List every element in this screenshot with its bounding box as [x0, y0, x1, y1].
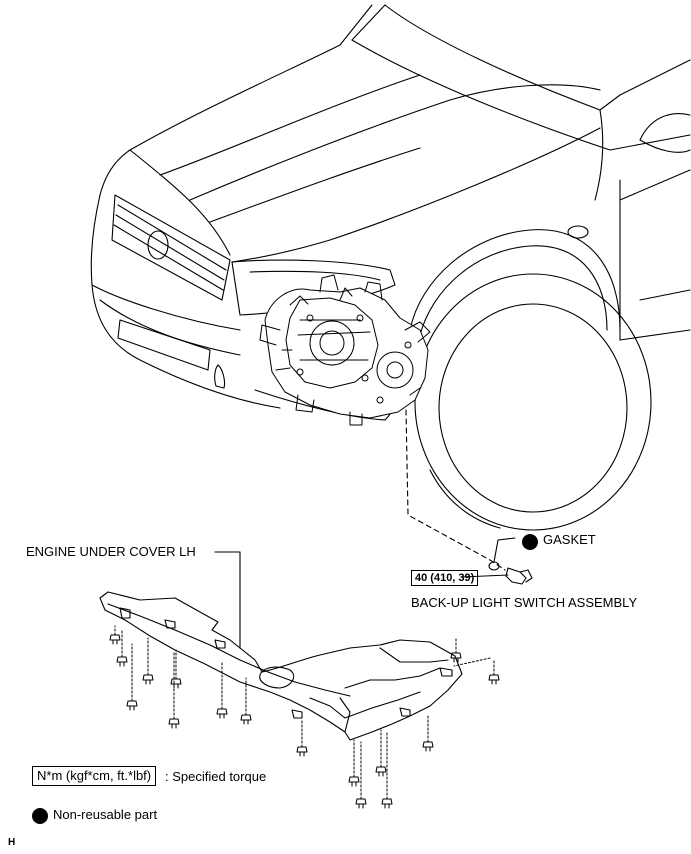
switch-location-leader — [405, 409, 506, 571]
vehicle-body — [90, 4, 691, 531]
legend-non-reusable-label: Non-reusable part — [53, 807, 158, 822]
legend-non-reusable-icon — [32, 808, 48, 824]
transaxle-assembly — [259, 274, 431, 426]
gasket-label: GASKET — [543, 532, 596, 547]
switch-torque-spec: 40 (410, 39) — [411, 570, 479, 587]
non-reusable-gasket-icon — [522, 534, 538, 550]
backup-light-switch — [461, 537, 533, 585]
switch-assembly-label: BACK-UP LIGHT SWITCH ASSEMBLY — [411, 595, 638, 610]
under-cover-leader — [214, 551, 241, 666]
mounting-bolts — [109, 625, 500, 809]
engine-under-cover-label: ENGINE UNDER COVER LH — [26, 544, 196, 559]
legend-torque-units: N*m (kgf*cm, ft.*lbf) — [32, 766, 157, 787]
corner-mark: H — [8, 837, 16, 848]
legend-torque-desc: : Specified torque — [165, 769, 267, 784]
engine-under-cover-lh — [99, 591, 463, 741]
